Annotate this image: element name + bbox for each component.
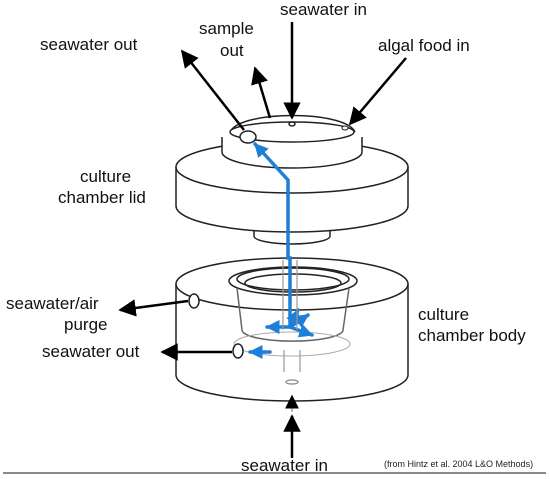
label-sample-out-1: sample	[199, 19, 254, 39]
label-seawater-in-bottom: seawater in	[241, 456, 328, 476]
label-algal-food-in: algal food in	[378, 36, 470, 56]
sample-out-port	[240, 131, 256, 143]
source-credit: (from Hintz et al. 2004 L&O Methods)	[384, 459, 533, 469]
arrow-sample-out	[255, 68, 270, 118]
label-seawater-out-side: seawater out	[42, 342, 139, 362]
label-sample-out-2: out	[220, 41, 244, 61]
label-purge-1: seawater/air	[6, 294, 99, 314]
label-seawater-in-top: seawater in	[280, 0, 367, 20]
algal-food-port	[342, 126, 348, 130]
arrow-seawater-out-top	[182, 51, 244, 130]
label-seawater-out-top: seawater out	[40, 35, 137, 55]
purge-port	[189, 294, 199, 308]
label-body-1: culture	[418, 305, 469, 325]
culture-chamber-lid	[176, 116, 408, 245]
arrow-algal-food-in	[350, 58, 406, 124]
label-body-2: chamber body	[418, 326, 526, 346]
label-lid-1: culture	[80, 167, 131, 187]
label-lid-2: chamber lid	[58, 188, 146, 208]
side-outlet-port	[233, 344, 243, 358]
label-purge-2: purge	[64, 315, 107, 335]
